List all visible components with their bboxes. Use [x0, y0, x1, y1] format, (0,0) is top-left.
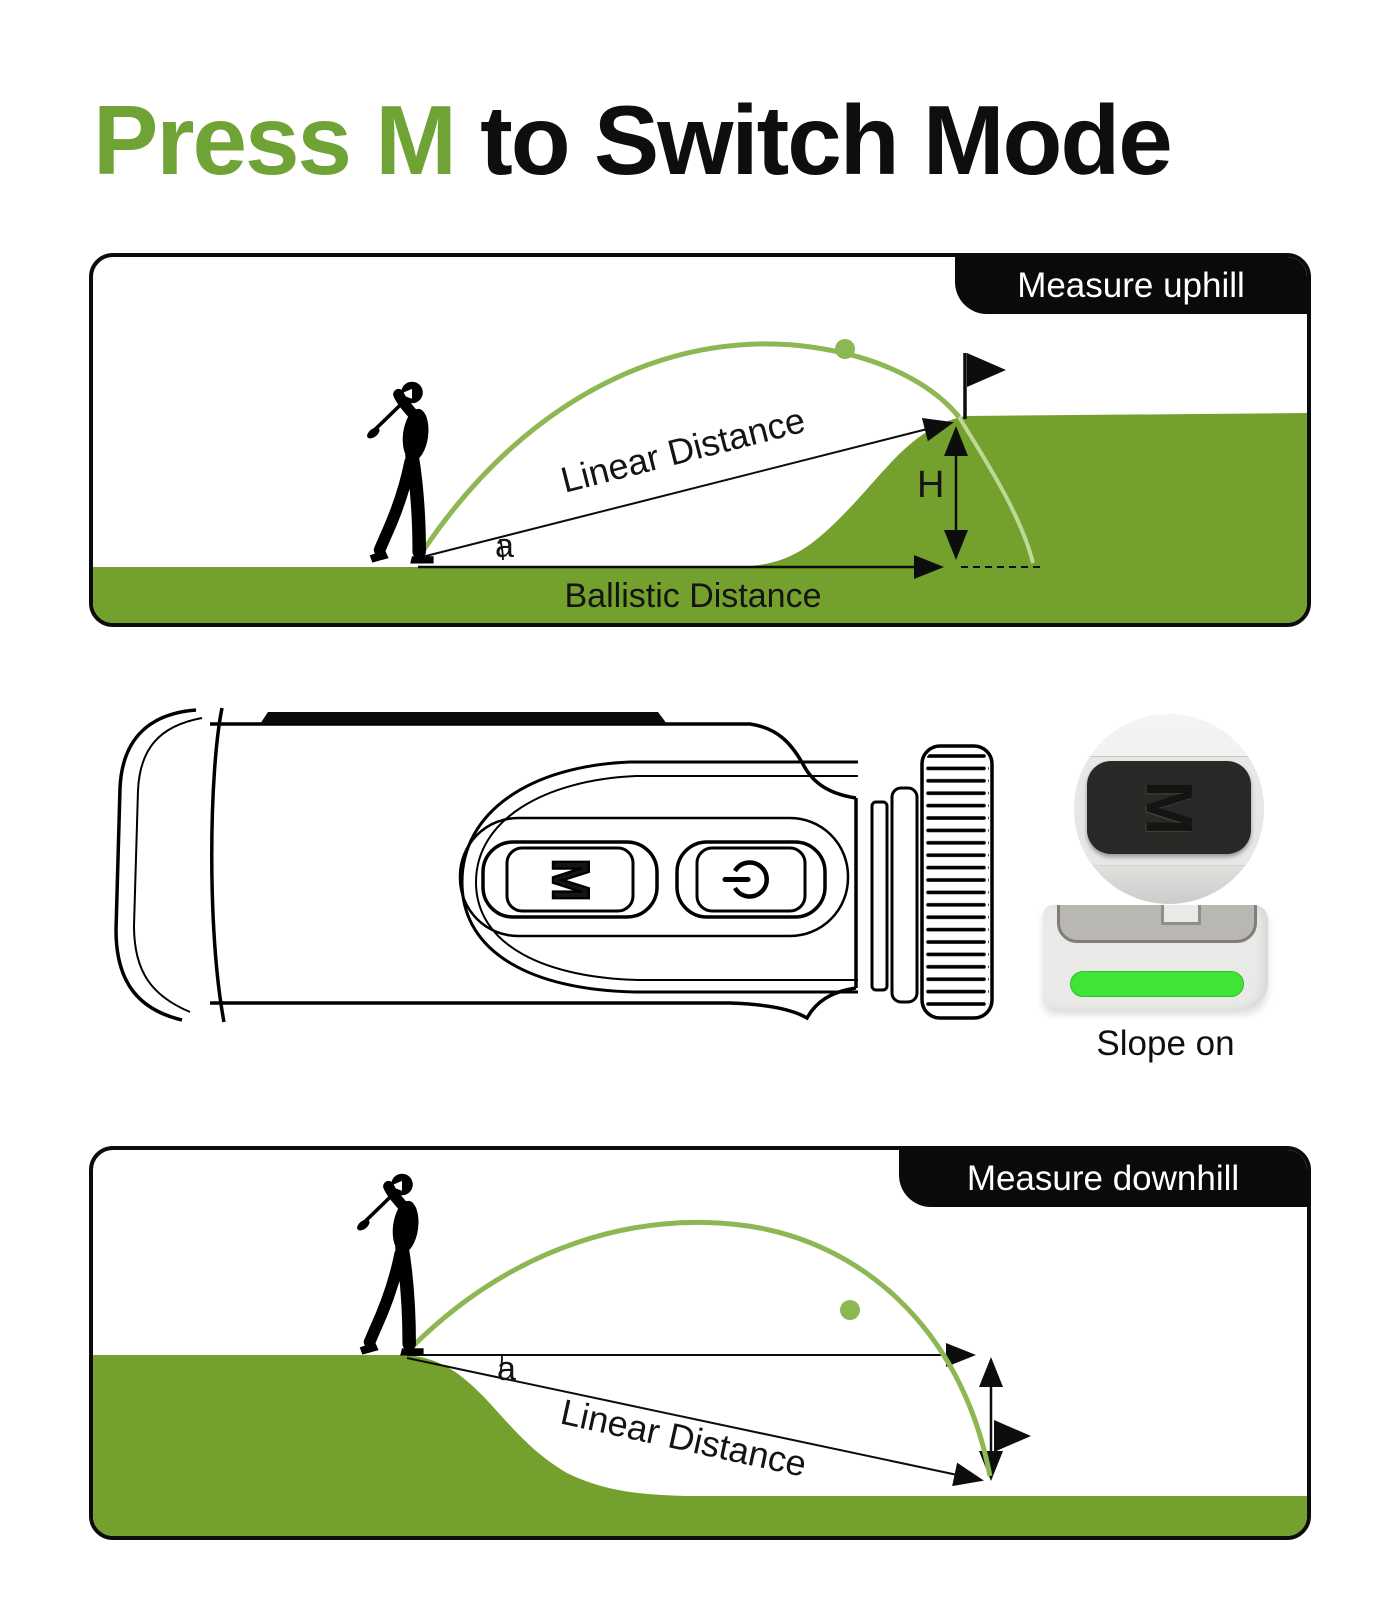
- downhill-badge-label: Measure downhill: [966, 1158, 1240, 1198]
- closeup-mode-button: M: [1087, 761, 1251, 854]
- angle-label: a: [497, 1350, 516, 1388]
- top-accent-bar: [260, 712, 667, 724]
- focus-wheel-assembly: [870, 744, 994, 1020]
- uphill-diagram-panel: Linear Distance a H Ballistic Distance M…: [89, 253, 1311, 627]
- device-body: [210, 722, 858, 1021]
- closeup-mode-button-label: M: [1131, 780, 1206, 835]
- mode-button-closeup: M: [1074, 714, 1264, 904]
- eyepiece: [114, 707, 226, 1023]
- trajectory-arc: [420, 341, 961, 553]
- flag-icon: [967, 353, 1006, 387]
- rangefinder-device-illustration: M: [114, 707, 994, 1023]
- ballistic-distance-label: Ballistic Distance: [565, 577, 822, 615]
- indicator-recess: [1057, 905, 1257, 943]
- uphill-badge: Measure uphill: [955, 257, 1307, 314]
- power-icon: [722, 860, 769, 899]
- flag-icon: [994, 1420, 1031, 1452]
- ball-marker: [840, 1300, 860, 1320]
- angle-arc: [499, 538, 504, 561]
- linear-distance-label: Linear Distance: [557, 1391, 810, 1485]
- linear-distance-label: Linear Distance: [557, 399, 810, 501]
- title-rest: to Switch Mode: [454, 85, 1173, 195]
- uphill-terrain: [93, 413, 1307, 623]
- angle-label: a: [495, 527, 514, 565]
- button-recess: [458, 760, 858, 994]
- ball-marker: [835, 339, 855, 359]
- downhill-badge: Measure downhill: [899, 1150, 1307, 1207]
- angle-arc: [499, 1354, 503, 1376]
- uphill-badge-label: Measure uphill: [1017, 265, 1245, 305]
- downhill-scene: Linear Distance a: [93, 1150, 1307, 1536]
- linear-distance-line: [406, 1357, 984, 1487]
- uphill-scene: Linear Distance a H Ballistic Distance: [93, 339, 1307, 623]
- downhill-diagram-panel: Linear Distance a Measure downhill: [89, 1146, 1311, 1540]
- golfer-silhouette: [355, 1174, 423, 1356]
- height-label: H: [917, 464, 944, 506]
- slope-led-light: [1070, 971, 1244, 997]
- slope-on-caption: Slope on: [1096, 1024, 1235, 1063]
- device-mode-button: M: [481, 840, 659, 919]
- downhill-terrain: [93, 1355, 1307, 1536]
- knurl-ridges: [925, 750, 989, 1014]
- device-mode-button-label: M: [541, 858, 599, 901]
- device-power-button: [675, 840, 827, 919]
- golfer-silhouette: [365, 382, 433, 564]
- trajectory-arc: [409, 1219, 993, 1477]
- indicator-notch: [1161, 905, 1201, 925]
- trajectory-arc-fade: [957, 415, 1035, 564]
- linear-distance-line: [417, 417, 954, 559]
- title-highlight: Press M: [93, 85, 457, 195]
- page-title: Press M to Switch Mode: [93, 84, 1173, 197]
- slope-indicator-fragment: [1043, 905, 1268, 1009]
